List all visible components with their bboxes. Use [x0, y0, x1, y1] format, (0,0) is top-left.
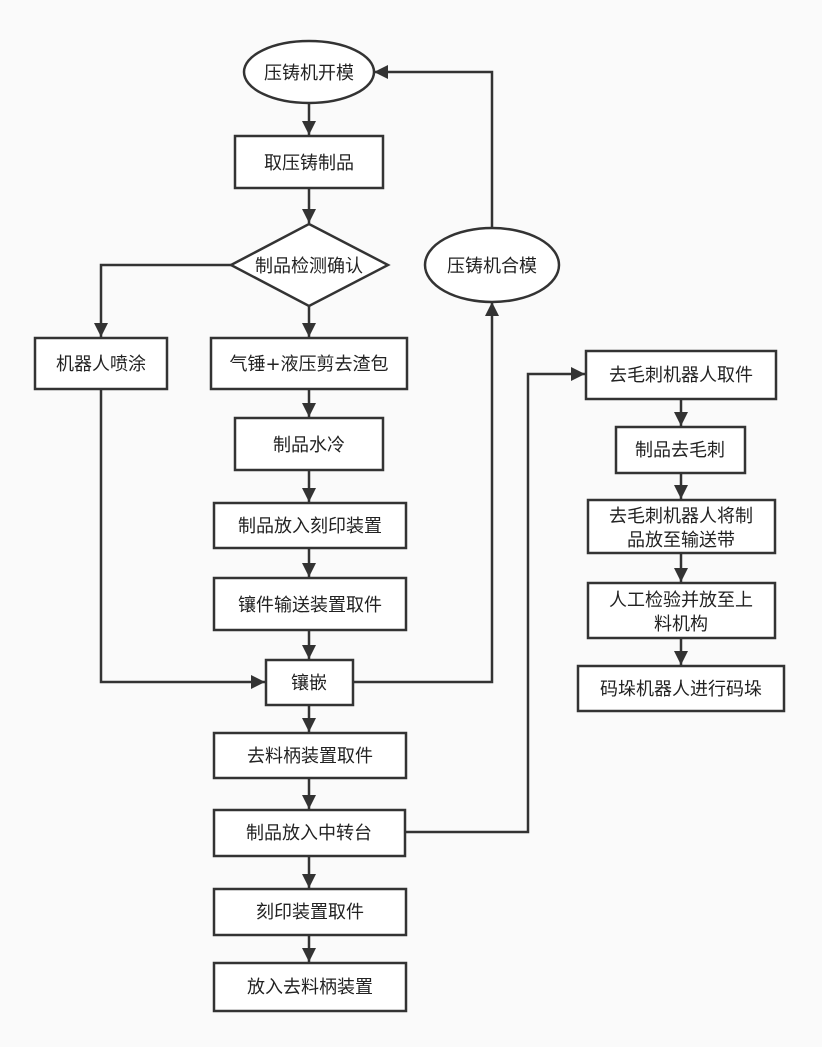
edge-inspect-to-spray [94, 263, 231, 337]
node-insert-label: 镶嵌 [291, 673, 327, 694]
edge-insert-to-close [353, 302, 499, 684]
node-insert-pick-label: 镶件输送装置取件 [238, 595, 382, 616]
node-close-mold-label: 压铸机合模 [447, 256, 537, 277]
node-take-part: 取压铸制品 [233, 134, 385, 190]
node-engraver-pick: 刻印装置取件 [212, 887, 408, 937]
node-palletize: 码垛机器人进行码垛 [576, 664, 786, 713]
node-to-handle-removal: 放入去料柄装置 [212, 961, 408, 1013]
node-engraver-pick-label: 刻印装置取件 [256, 902, 364, 923]
node-inspect-label: 制品检测确认 [255, 256, 363, 277]
node-manual-inspect-label-line2: 料机构 [654, 614, 708, 635]
node-handle-pick-label: 去料柄装置取件 [247, 746, 373, 767]
node-water-cool: 制品水冷 [233, 416, 385, 472]
node-close-mold: 压铸机合模 [423, 226, 561, 304]
node-robot-spray: 机器人喷涂 [33, 336, 169, 391]
node-water-cool-label: 制品水冷 [273, 435, 345, 456]
edge-turntable-to-deburrpick [405, 367, 585, 834]
node-handle-pick: 去料柄装置取件 [212, 731, 408, 780]
node-trim-label: 气锤+液压剪去渣包 [229, 354, 388, 375]
node-to-turntable-label: 制品放入中转台 [246, 823, 372, 844]
node-to-engraver: 制品放入刻印装置 [212, 501, 408, 550]
node-open-mold: 压铸机开模 [242, 39, 376, 105]
node-manual-inspect-label-line1: 人工检验并放至上 [609, 590, 753, 611]
node-deburr-robot-pick: 去毛刺机器人取件 [584, 349, 778, 401]
node-inspect-decision: 制品检测确认 [228, 222, 391, 308]
node-to-conveyor: 去毛刺机器人将制 品放至输送带 [586, 498, 777, 555]
node-to-engraver-label: 制品放入刻印装置 [238, 516, 382, 537]
edge-close-to-open [374, 65, 494, 227]
node-deburr: 制品去毛刺 [614, 425, 747, 475]
node-open-mold-label: 压铸机开模 [264, 63, 354, 84]
node-trim: 气锤+液压剪去渣包 [209, 336, 409, 391]
node-to-conveyor-label-line1: 去毛刺机器人将制 [609, 506, 753, 527]
connectors [94, 65, 688, 962]
node-deburr-label: 制品去毛刺 [635, 440, 725, 461]
node-take-part-label: 取压铸制品 [264, 153, 354, 174]
node-to-handle-removal-label: 放入去料柄装置 [247, 977, 373, 998]
node-deburr-robot-pick-label: 去毛刺机器人取件 [609, 365, 753, 386]
node-palletize-label: 码垛机器人进行码垛 [600, 679, 762, 700]
node-insert: 镶嵌 [264, 658, 355, 707]
node-to-conveyor-label-line2: 品放至输送带 [627, 530, 735, 551]
node-manual-inspect: 人工检验并放至上 料机构 [586, 581, 777, 640]
edge-spray-to-insert [99, 389, 265, 689]
node-robot-spray-label: 机器人喷涂 [56, 354, 146, 375]
node-insert-pick: 镶件输送装置取件 [212, 576, 408, 632]
node-to-turntable: 制品放入中转台 [212, 808, 407, 858]
